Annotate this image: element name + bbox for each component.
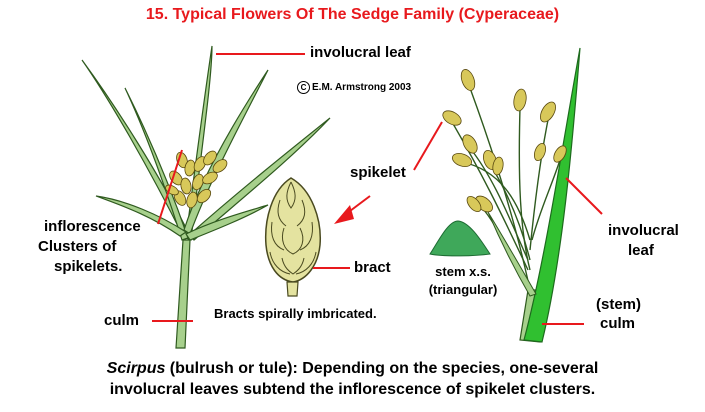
label-bracts-note: Bracts spirally imbricated. [214, 306, 377, 321]
label-spikelets: spikelets. [54, 258, 123, 275]
copyright-symbol-icon: C [297, 81, 310, 94]
pointer-spikelet-to-plant [413, 121, 443, 171]
enlarged-spikelet [264, 177, 321, 297]
label-triangular: (triangular) [428, 282, 498, 297]
page-title: 15. Typical Flowers Of The Sedge Family … [145, 6, 560, 23]
label-stem: (stem) [596, 296, 642, 313]
left-involucral-leaf [185, 204, 269, 241]
right-spikelets [442, 69, 567, 213]
label-culm-right: culm [600, 315, 636, 332]
caption-line-2: involucral leaves subtend the infloresce… [109, 381, 596, 398]
right-involucral-leaf [523, 47, 581, 343]
caption-genus: Scirpus [106, 360, 166, 377]
caption-line-1: Scirpus (bulrush or tule): Depending on … [0, 358, 705, 379]
label-spikelet: spikelet [350, 164, 406, 181]
label-inflorescence: inflorescence [44, 218, 141, 235]
left-culm [175, 239, 191, 349]
right-sedge-plant [442, 47, 581, 343]
copyright-text: E.M. Armstrong 2003 [312, 82, 412, 93]
label-clusters-of: Clusters of [38, 238, 117, 255]
left-involucral-leaf [95, 195, 188, 237]
stem-cross-section [429, 220, 491, 257]
label-stem-xs: stem x.s. [435, 264, 491, 279]
arrow-head [334, 205, 354, 224]
caption-line-1-text: (bulrush or tule): Depending on the spec… [165, 360, 599, 377]
spikelet-stalk [286, 281, 299, 297]
pointer-lines [152, 53, 603, 325]
label-involucral-right: involucral [608, 222, 679, 239]
label-culm-left: culm [104, 312, 140, 329]
left-sedge-plant [81, 45, 331, 349]
left-involucral-leaf [187, 117, 331, 241]
label-leaf-right: leaf [628, 242, 654, 259]
copyright-notice: C E.M. Armstrong 2003 [297, 81, 411, 94]
label-bract: bract [354, 259, 391, 276]
figure-caption: Scirpus (bulrush or tule): Depending on … [0, 358, 705, 400]
left-involucral-leaf [124, 87, 189, 241]
imbricated-bracts [269, 181, 317, 275]
pointer-involucral-leaf-right [565, 177, 603, 215]
pointer-inflorescence [157, 149, 183, 225]
label-involucral-leaf-top: involucral leaf [310, 44, 411, 61]
